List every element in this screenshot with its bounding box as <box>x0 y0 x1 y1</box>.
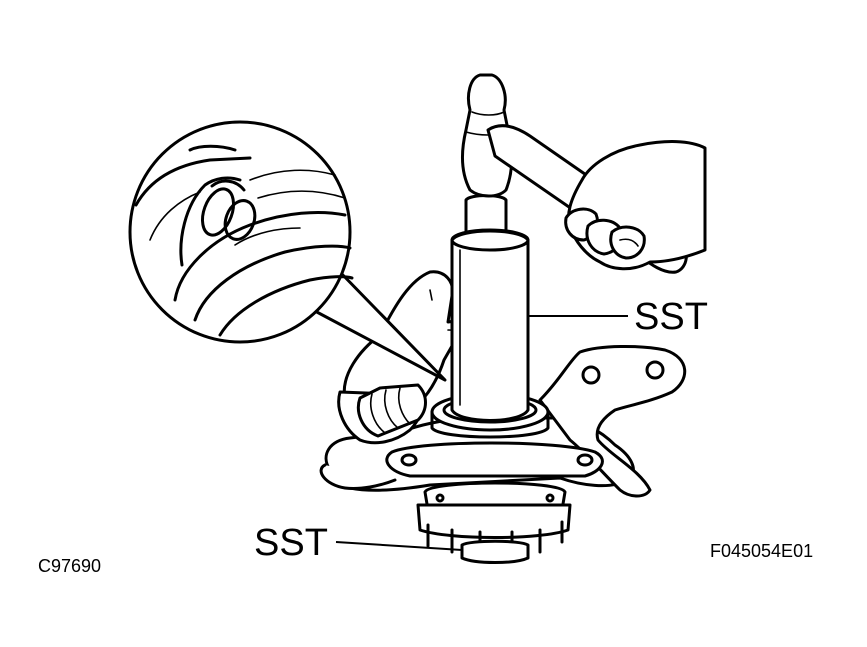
press-tool-sst <box>450 194 530 422</box>
figure-code-left: C97690 <box>38 556 101 576</box>
detail-magnifier <box>128 120 447 382</box>
sst-upper-label: SST <box>634 296 708 338</box>
figure-code-right: F045054E01 <box>710 541 813 561</box>
steering-knuckle <box>319 345 687 564</box>
sst-lower-leader <box>335 541 463 551</box>
sst-lower-label: SST <box>254 522 328 564</box>
cv-joint-boot <box>356 383 427 438</box>
right-hand <box>564 140 707 271</box>
